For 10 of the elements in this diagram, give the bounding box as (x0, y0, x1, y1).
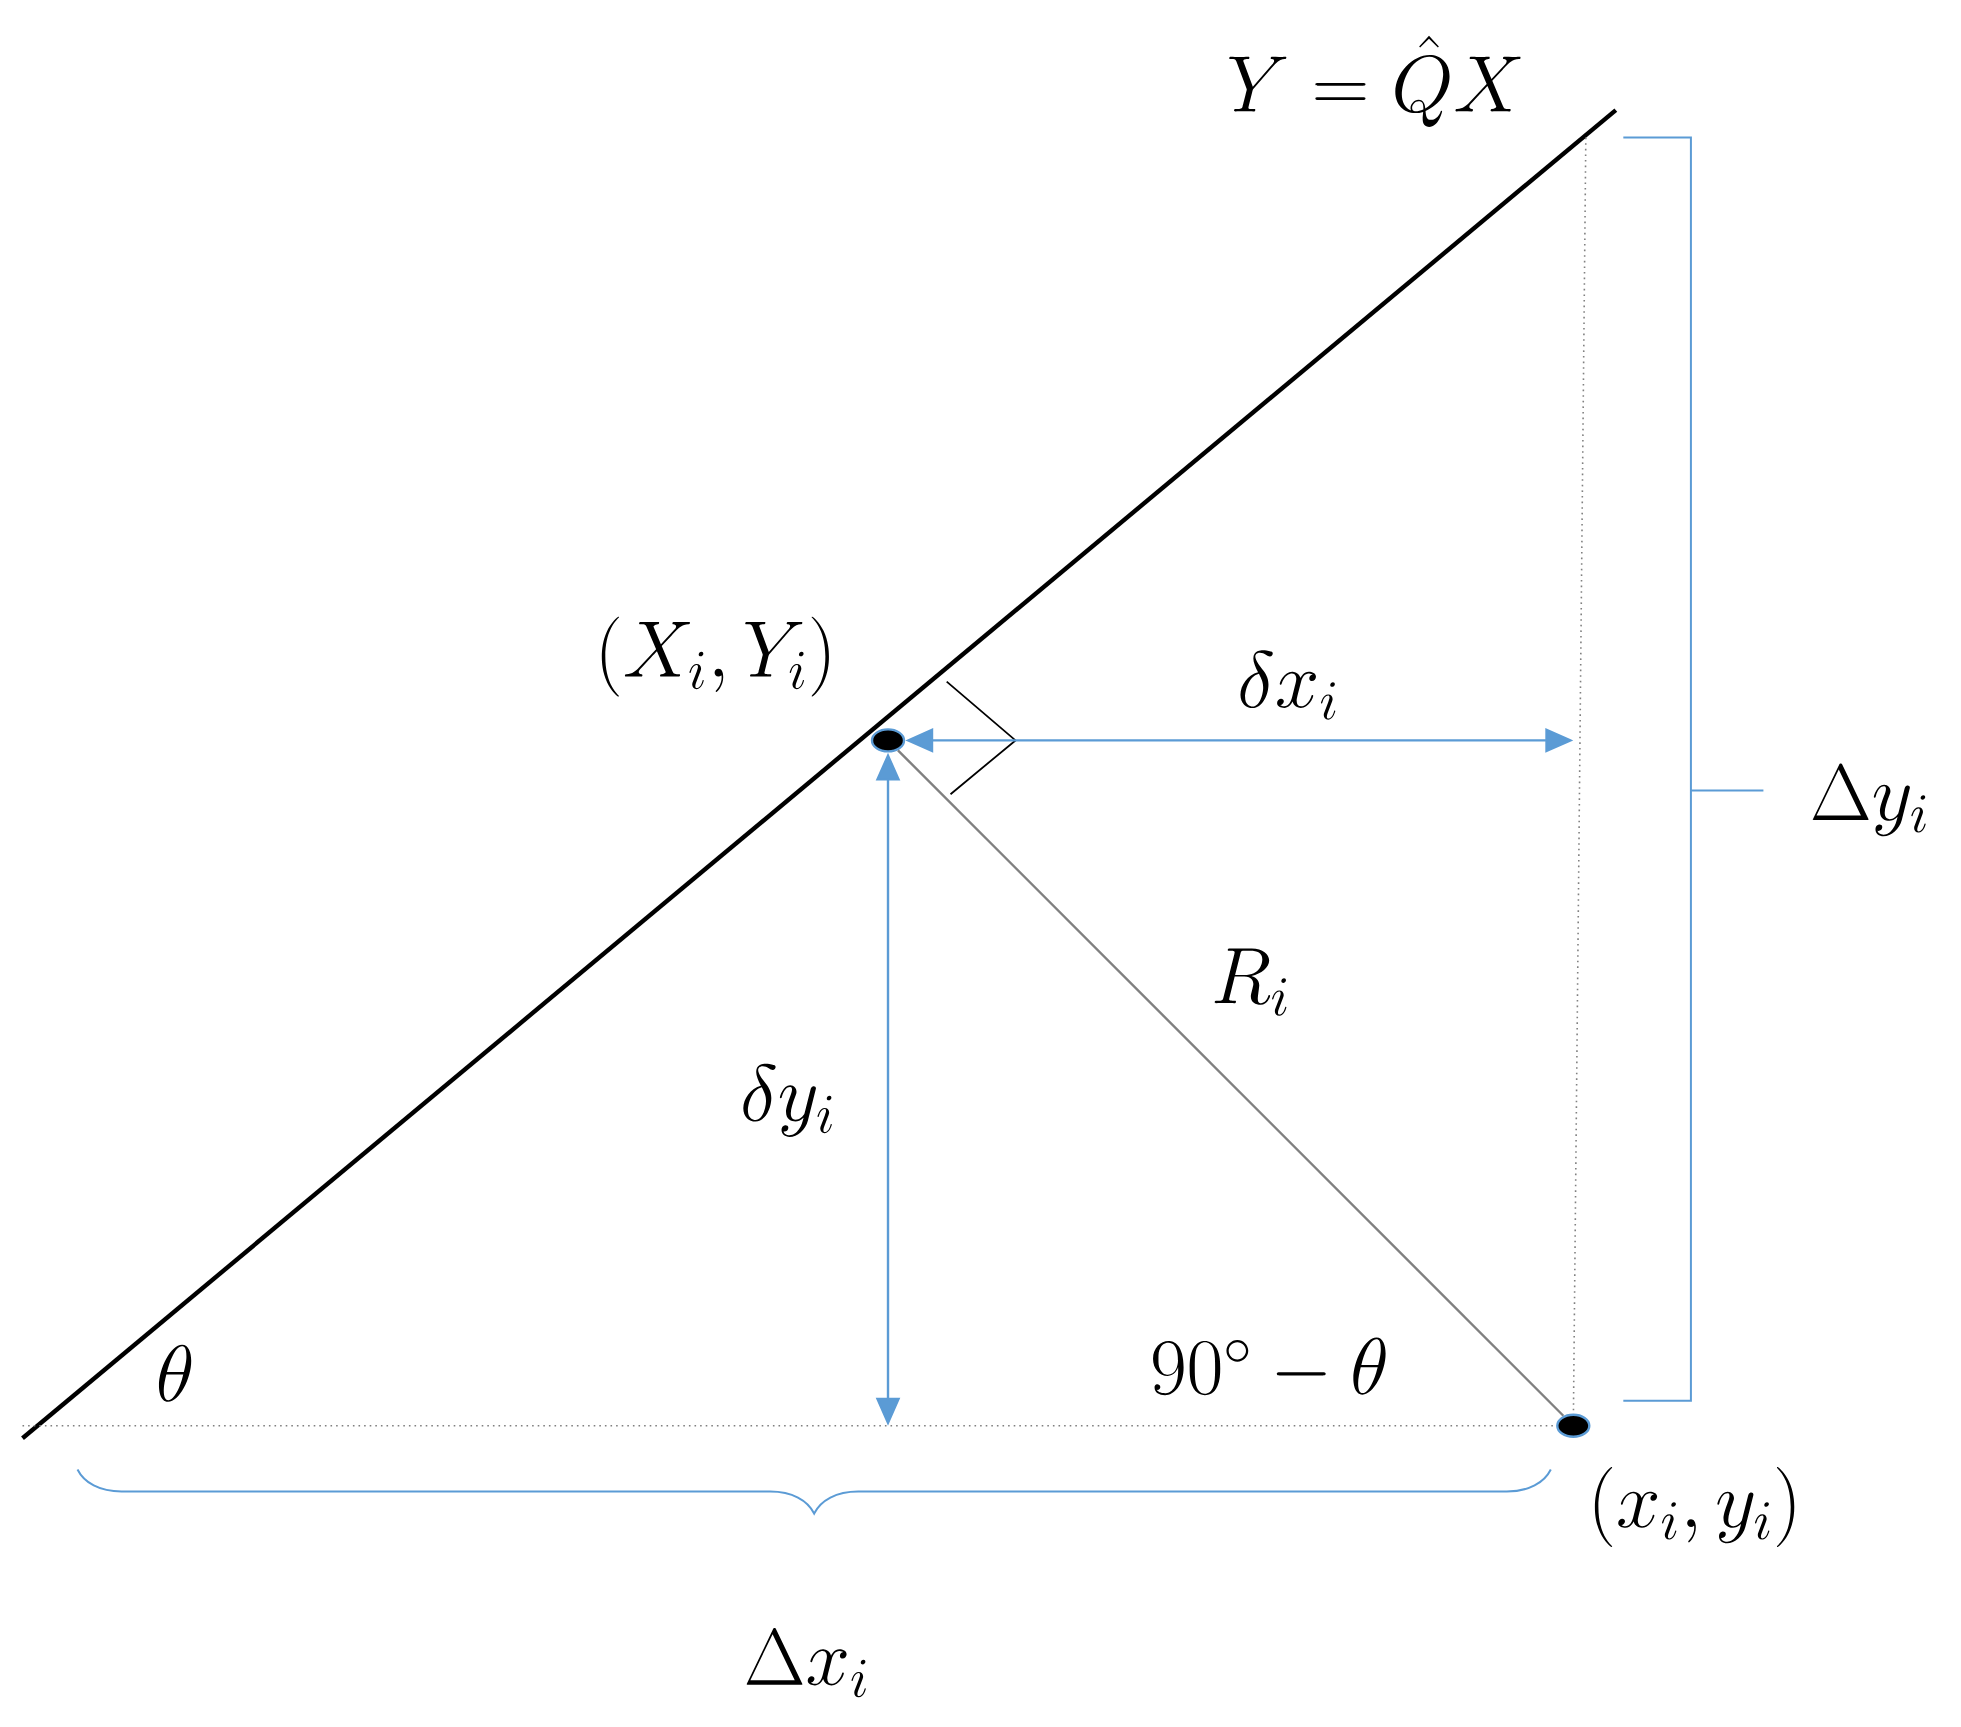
edge-label: $R_i$ (1206, 944, 1295, 1020)
edge-label: $\delta y_i$ (736, 1061, 840, 1141)
angle-label: $\theta$ (158, 1344, 192, 1402)
angle-label: $90^\circ - \theta$ (1153, 1337, 1386, 1396)
line-equation: $Y = \hat{Q}X$ (1229, 35, 1521, 127)
dimension-label: $\Delta y_i$ (1812, 763, 1926, 837)
coordinate-label: $(X_i, Y_i)$ (601, 616, 829, 697)
coordinate-label: $(x_i, y_i)$ (1594, 1467, 1795, 1547)
edge-label: $\delta x_i$ (1233, 647, 1344, 724)
dimension-label: $\Delta x_i$ (746, 1628, 866, 1698)
